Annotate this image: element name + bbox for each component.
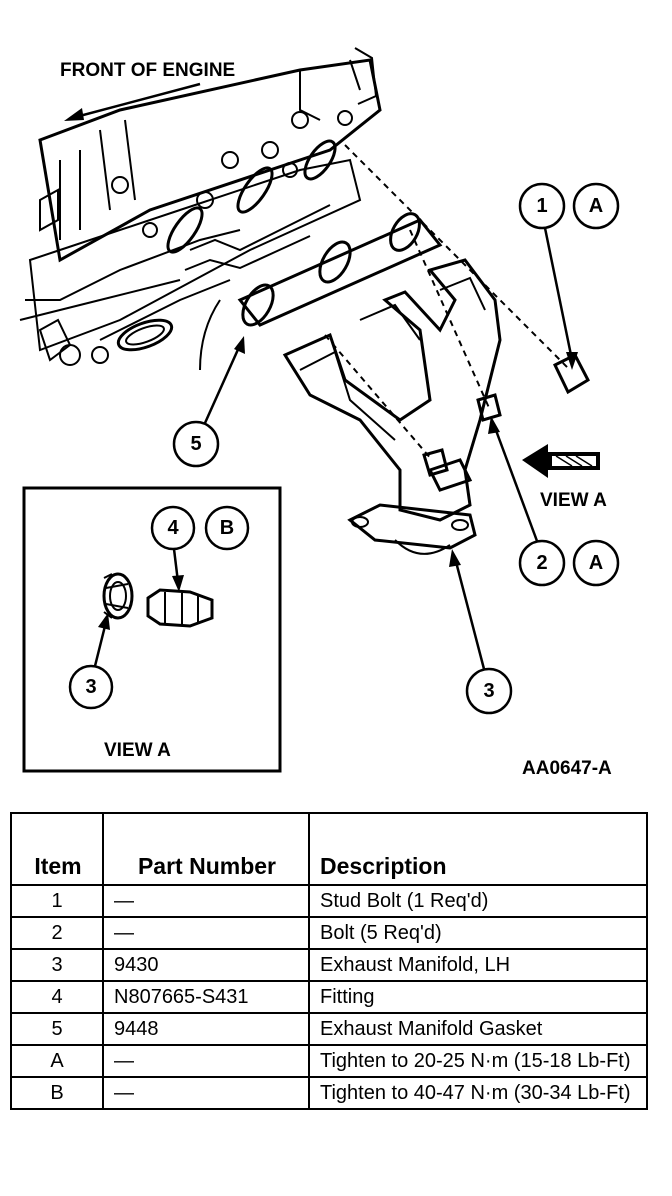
cell-part: — — [102, 884, 310, 918]
cell-item: 1 — [10, 884, 104, 918]
cell-item: B — [10, 1076, 104, 1110]
cell-description: Stud Bolt (1 Req'd) — [308, 884, 648, 918]
svg-text:1: 1 — [536, 195, 547, 217]
table-row: 5 9448 Exhaust Manifold Gasket — [10, 1012, 648, 1046]
cell-item: A — [10, 1044, 104, 1078]
table-row: A — Tighten to 20-25 N·m (15-18 Lb-Ft) — [10, 1044, 648, 1078]
svg-text:4: 4 — [167, 517, 179, 539]
cell-item: 5 — [10, 1012, 104, 1046]
header-part-number: Part Number — [102, 812, 310, 886]
parts-table: Item Part Number Description 1 — Stud Bo… — [10, 812, 648, 1110]
inset-view-a-label: VIEW A — [104, 740, 171, 761]
cell-description: Tighten to 40-47 N·m (30-34 Lb-Ft) — [308, 1076, 648, 1110]
cell-part: 9448 — [102, 1012, 310, 1046]
cylinder-head — [19, 47, 382, 371]
cell-description: Bolt (5 Req'd) — [308, 916, 648, 950]
svg-text:2: 2 — [536, 552, 547, 574]
callout-2-a: 2 A — [488, 416, 620, 587]
cell-part: — — [102, 916, 310, 950]
table-row: 1 — Stud Bolt (1 Req'd) — [10, 884, 648, 918]
view-a-arrow — [522, 444, 600, 478]
table-row: 2 — Bolt (5 Req'd) — [10, 916, 648, 950]
svg-text:3: 3 — [483, 680, 494, 702]
callout-3: 3 — [449, 549, 513, 715]
cell-part: — — [102, 1076, 310, 1110]
table-row: B — Tighten to 40-47 N·m (30-34 Lb-Ft) — [10, 1076, 648, 1110]
view-a-arrow-label: VIEW A — [540, 490, 607, 511]
view-a-inset: 4 B 3 — [22, 486, 282, 773]
svg-text:A: A — [589, 195, 603, 217]
front-arrow — [64, 82, 201, 121]
cell-part: — — [102, 1044, 310, 1078]
manifold-bolts — [324, 229, 502, 477]
callout-1-a: 1 A — [518, 182, 620, 370]
exhaust-manifold-diagram: FRONT OF ENGINE — [19, 47, 620, 779]
figure-code: AA0647-A — [522, 758, 612, 779]
table-row: 4 N807665-S431 Fitting — [10, 980, 648, 1014]
front-of-engine-label: FRONT OF ENGINE — [60, 60, 235, 81]
cell-description: Tighten to 20-25 N·m (15-18 Lb-Ft) — [308, 1044, 648, 1078]
cell-description: Exhaust Manifold Gasket — [308, 1012, 648, 1046]
cell-item: 4 — [10, 980, 104, 1014]
cell-part: N807665-S431 — [102, 980, 310, 1014]
header-description: Description — [308, 812, 648, 886]
svg-text:A: A — [589, 552, 603, 574]
svg-text:5: 5 — [190, 433, 201, 455]
callout-5: 5 — [172, 336, 245, 468]
cell-part: 9430 — [102, 948, 310, 982]
cell-description: Exhaust Manifold, LH — [308, 948, 648, 982]
cell-item: 2 — [10, 916, 104, 950]
header-item: Item — [10, 812, 104, 886]
svg-text:3: 3 — [85, 676, 96, 698]
cell-item: 3 — [10, 948, 104, 982]
cell-description: Fitting — [308, 980, 648, 1014]
svg-text:B: B — [220, 517, 234, 539]
exhaust-manifold — [282, 258, 502, 555]
table-row: 3 9430 Exhaust Manifold, LH — [10, 948, 648, 982]
manifold-gasket — [237, 212, 443, 327]
parts-table-header: Item Part Number Description — [10, 812, 648, 886]
